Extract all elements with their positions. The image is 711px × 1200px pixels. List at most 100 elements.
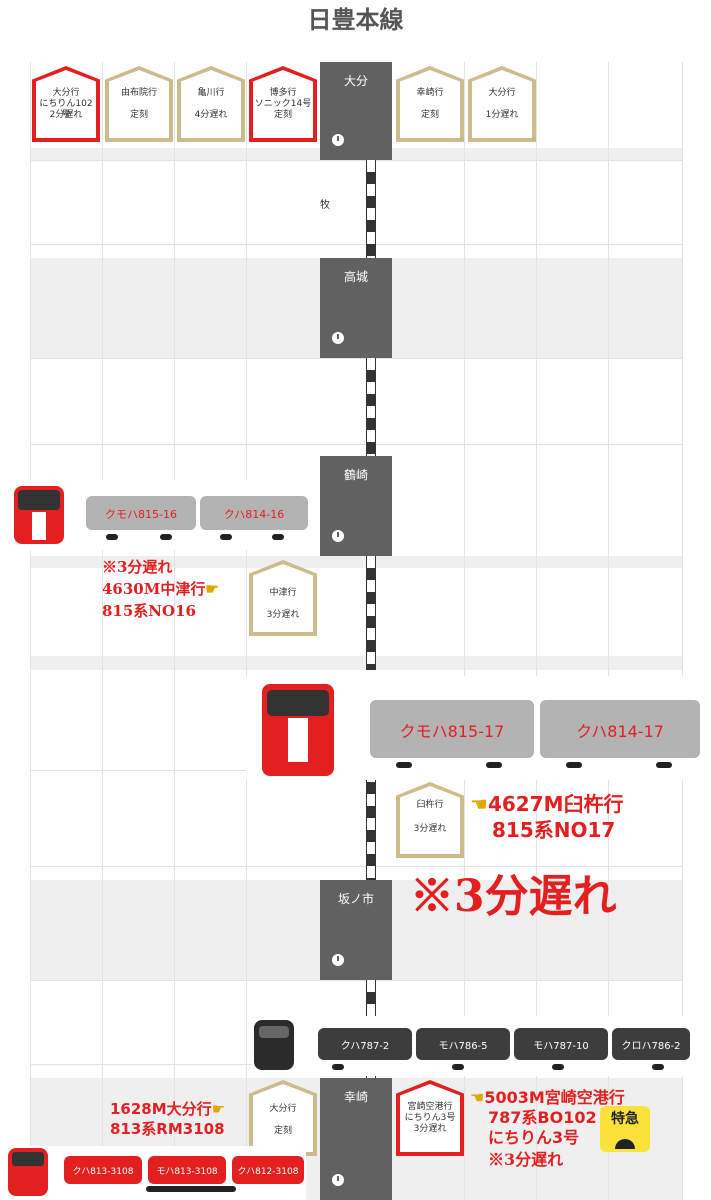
badge-status: 定刻 bbox=[420, 110, 439, 120]
train-front-image bbox=[262, 684, 334, 776]
station-kozaki[interactable]: 幸崎 bbox=[320, 1078, 392, 1200]
car-label: クハ813-3108 bbox=[72, 1167, 134, 1177]
clock-icon bbox=[332, 1174, 344, 1186]
pointing-hand-icon: ☚ bbox=[470, 1088, 485, 1107]
badge-train-name: にちりん102号 bbox=[39, 99, 93, 120]
row-band bbox=[30, 556, 683, 568]
train-name-note: にちりん3号 bbox=[488, 1128, 580, 1147]
car-label: クハ787-2 bbox=[340, 1041, 390, 1052]
car-label: モハ786-5 bbox=[438, 1041, 488, 1052]
row-divider bbox=[30, 444, 683, 445]
row-divider bbox=[30, 866, 683, 867]
station-name: 鶴崎 bbox=[343, 468, 368, 482]
row-divider bbox=[30, 358, 683, 359]
train-787[interactable]: クハ787-2 モハ786-5 モハ787-10 クロハ786-2 bbox=[252, 1016, 692, 1076]
clock-icon bbox=[332, 954, 344, 966]
badge-destination: 宮崎空港行 bbox=[407, 1102, 453, 1112]
train-badge[interactable]: 宮崎空港行 にちりん3号 3分遅れ bbox=[396, 1080, 464, 1156]
limited-express-icon: 特急 bbox=[600, 1106, 650, 1152]
train-front-image bbox=[254, 1020, 294, 1070]
train-type-note: 813系RM3108 bbox=[110, 1120, 225, 1138]
station-name: 高城 bbox=[343, 270, 368, 284]
train-car: クハ814-16 bbox=[200, 496, 308, 530]
track-segment bbox=[366, 358, 376, 456]
station-oita[interactable]: 大分 bbox=[320, 62, 392, 160]
badge-destination: 大分行 bbox=[488, 88, 516, 98]
train-type-note: 815系NO16 bbox=[102, 602, 196, 620]
track-segment bbox=[366, 160, 376, 258]
clock-icon bbox=[332, 134, 344, 146]
column-divider bbox=[464, 62, 465, 1200]
station-maki[interactable]: 牧 bbox=[320, 200, 330, 211]
column-divider bbox=[102, 62, 103, 1200]
pointing-hand-icon: ☚ bbox=[470, 792, 488, 816]
limited-express-label: 特急 bbox=[611, 1111, 639, 1127]
route-board bbox=[30, 62, 683, 1200]
badge-destination: 中津行 bbox=[269, 588, 297, 598]
badge-status: 3分遅れ bbox=[266, 610, 300, 620]
column-divider bbox=[246, 62, 247, 1200]
page-title: 日豊本線 bbox=[307, 6, 404, 34]
column-divider bbox=[682, 62, 683, 1200]
train-number-note: 4630M中津行☛ bbox=[102, 580, 219, 598]
train-car: クモハ815-16 bbox=[86, 496, 196, 530]
row-divider bbox=[30, 244, 683, 245]
row-band bbox=[30, 656, 683, 670]
badge-destination: 博多行 bbox=[269, 88, 297, 98]
train-815-16[interactable]: クモハ815-16 クハ814-16 bbox=[10, 480, 315, 550]
column-divider bbox=[608, 62, 609, 1200]
train-badge[interactable]: 博多行 ソニック14号 定刻 bbox=[249, 66, 317, 142]
train-badge[interactable]: 由布院行 定刻 bbox=[105, 66, 173, 142]
train-badge[interactable]: 大分行 1分遅れ bbox=[468, 66, 536, 142]
track-segment bbox=[366, 770, 376, 880]
column-divider bbox=[536, 62, 537, 1200]
badge-destination: 幸崎行 bbox=[416, 88, 444, 98]
train-815-17[interactable]: クモハ815-17 クハ814-17 bbox=[246, 676, 708, 780]
station-tsurusaki[interactable]: 鶴崎 bbox=[320, 456, 392, 556]
train-car: クハ814-17 bbox=[540, 700, 700, 758]
train-car: クロハ786-2 bbox=[612, 1028, 690, 1060]
car-label: クロハ786-2 bbox=[621, 1041, 681, 1052]
car-label: モハ813-3108 bbox=[156, 1167, 218, 1177]
train-badge[interactable]: 幸崎行 定刻 bbox=[396, 66, 464, 142]
pointing-hand-icon: ☛ bbox=[205, 580, 219, 598]
badge-status: 定刻 bbox=[273, 110, 292, 120]
train-badge[interactable]: 臼杵行 3分遅れ bbox=[396, 782, 464, 858]
badge-destination: 亀川行 bbox=[197, 88, 225, 98]
car-label: クハ812-3108 bbox=[237, 1167, 299, 1177]
station-name: 坂ノ市 bbox=[337, 892, 374, 906]
badge-destination: 大分行 bbox=[269, 1104, 297, 1114]
row-divider bbox=[30, 980, 683, 981]
train-badge[interactable]: 亀川行 4分遅れ bbox=[177, 66, 245, 142]
delay-note: ※3分遅れ bbox=[488, 1150, 564, 1169]
badge-destination: 大分行 bbox=[52, 88, 80, 98]
train-badge[interactable]: 大分行 にちりん102号 2分遅れ bbox=[32, 66, 100, 142]
car-label: クハ814-16 bbox=[223, 508, 285, 521]
badge-status: 1分遅れ bbox=[485, 110, 519, 120]
badge-status: 3分遅れ bbox=[413, 1124, 447, 1134]
train-badge[interactable]: 大分行 定刻 bbox=[249, 1080, 317, 1156]
clock-icon bbox=[332, 332, 344, 344]
train-813-3108[interactable]: クハ813-3108 モハ813-3108 クハ812-3108 bbox=[6, 1146, 306, 1200]
row-divider bbox=[30, 160, 683, 161]
train-car: クハ813-3108 bbox=[64, 1156, 142, 1184]
train-car: モハ787-10 bbox=[514, 1028, 608, 1060]
train-type-note: 815系NO17 bbox=[492, 818, 616, 842]
column-divider bbox=[174, 62, 175, 1200]
track-segment bbox=[366, 556, 376, 670]
car-label: クモハ815-16 bbox=[105, 508, 177, 521]
train-car: クハ812-3108 bbox=[232, 1156, 304, 1184]
station-sakanoichi[interactable]: 坂ノ市 bbox=[320, 880, 392, 980]
train-number-note: ☚5003M宮崎空港行 bbox=[470, 1088, 625, 1107]
train-car: モハ813-3108 bbox=[148, 1156, 226, 1184]
pointing-hand-icon: ☛ bbox=[211, 1100, 226, 1118]
car-label: モハ787-10 bbox=[533, 1041, 589, 1052]
train-badge[interactable]: 中津行 3分遅れ bbox=[249, 560, 317, 636]
station-name: 幸崎 bbox=[343, 1090, 368, 1104]
train-car: クモハ815-17 bbox=[370, 700, 534, 758]
station-takajo[interactable]: 高城 bbox=[320, 258, 392, 358]
badge-status: 定刻 bbox=[273, 1126, 292, 1136]
badge-status: 3分遅れ bbox=[413, 824, 447, 834]
badge-status: 定刻 bbox=[129, 110, 148, 120]
badge-train-name: ソニック14号 bbox=[254, 99, 312, 109]
